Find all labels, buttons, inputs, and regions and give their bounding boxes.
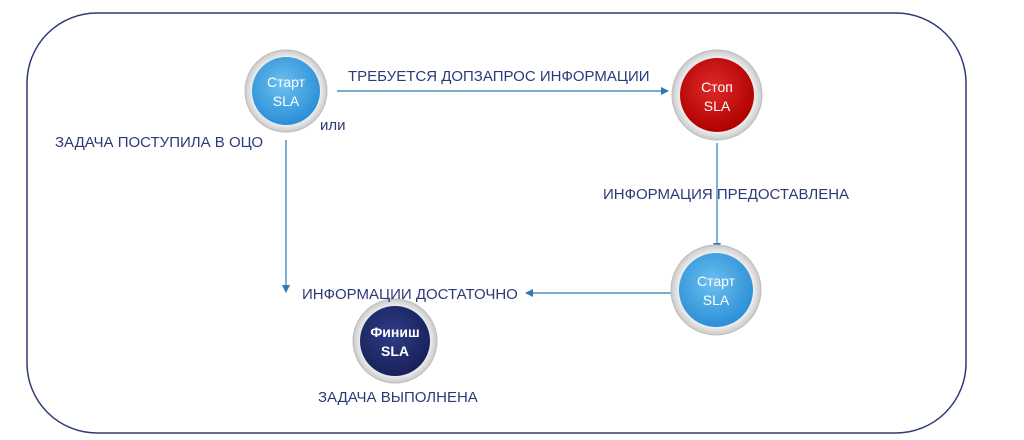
stop-sla-line2: SLA	[704, 98, 731, 114]
label-requires-request: ТРЕБУЕТСЯ ДОПЗАПРОС ИНФОРМАЦИИ	[348, 68, 650, 85]
label-task-completed: ЗАДАЧА ВЫПОЛНЕНА	[318, 389, 478, 406]
start-sla-line1: Старт	[267, 74, 306, 90]
finish-sla-line1: Финиш	[370, 324, 419, 340]
start-sla-2-line1: Старт	[697, 273, 736, 289]
label-info-sufficient: ИНФОРМАЦИИ ДОСТАТОЧНО	[302, 286, 518, 303]
label-info-provided: ИНФОРМАЦИЯ ПРЕДОСТАВЛЕНА	[603, 186, 849, 203]
diagram-frame	[26, 12, 967, 434]
stop-sla-line1: Стоп	[701, 79, 733, 95]
start-sla-line2: SLA	[273, 93, 300, 109]
finish-sla-node: Финиш SLA	[352, 298, 438, 384]
finish-sla-line2: SLA	[381, 343, 409, 359]
start-sla-node-2: Старт SLA	[670, 244, 762, 336]
start-sla-2-line2: SLA	[703, 292, 730, 308]
label-or: или	[320, 117, 346, 134]
label-task-received: ЗАДАЧА ПОСТУПИЛА В ОЦО	[55, 134, 263, 151]
stop-sla-node: Стоп SLA	[671, 49, 763, 141]
start-sla-node: Старт SLA	[244, 49, 328, 133]
